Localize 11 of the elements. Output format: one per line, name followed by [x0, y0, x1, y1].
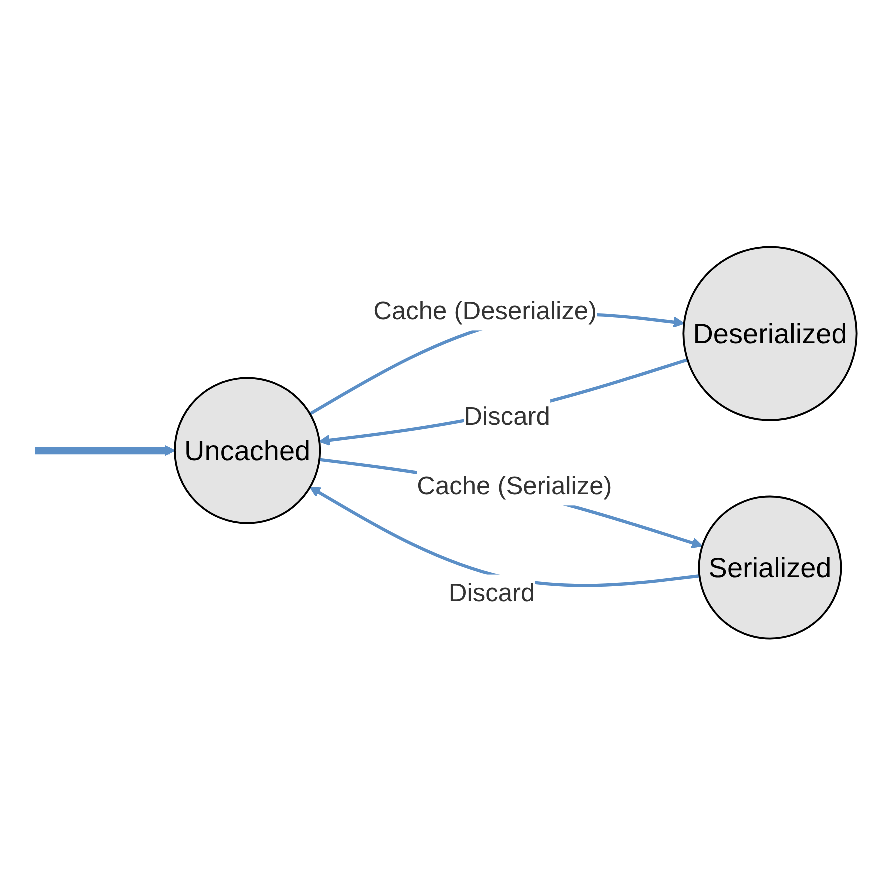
- edge-label: Cache (Serialize): [417, 472, 612, 501]
- arrow: [319, 358, 688, 446]
- edge-label: Cache (Deserialize): [374, 298, 598, 326]
- node-circle: Serialized: [698, 496, 842, 640]
- arrow: [319, 458, 704, 549]
- node-circle: Deserialized: [682, 246, 858, 422]
- edge-label: Discard: [448, 580, 536, 608]
- node-circle: Uncached: [174, 377, 322, 524]
- edge-label: Discard: [464, 403, 550, 432]
- arrow: [310, 486, 700, 588]
- arrow: [35, 445, 176, 456]
